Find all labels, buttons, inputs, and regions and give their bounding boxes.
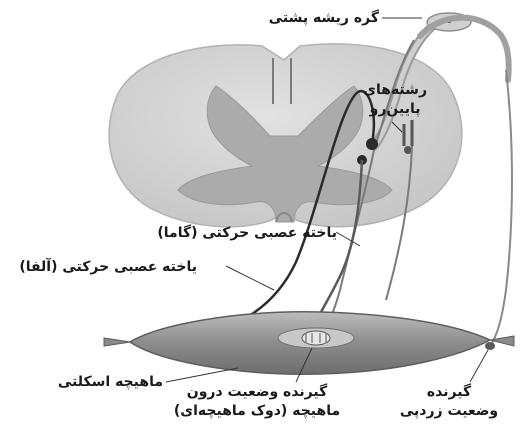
leader-gamma — [336, 232, 360, 246]
tendon-left — [104, 338, 130, 346]
leader-tendon-receptor — [470, 350, 488, 382]
label-descending-fibers-line2: پایین‌رو — [363, 100, 427, 119]
leader-muscle — [166, 368, 238, 382]
label-alpha-motor-neuron: یاخته عصبی حرکتی (آلفا) — [19, 258, 197, 277]
label-descending-fibers: رشته‌های پایین‌رو — [363, 81, 427, 119]
label-muscle-spindle: گیرنده وضعیت درون ماهیچه (دوک ماهیچه‌ای) — [157, 383, 357, 421]
label-dorsal-root-ganglion: گره ریشه پشتی — [269, 9, 379, 28]
label-skeletal-muscle: ماهیچه اسکلتی — [58, 373, 163, 392]
label-muscle-spindle-line2: ماهیچه (دوک ماهیچه‌ای) — [157, 402, 357, 421]
label-descending-fibers-line1: رشته‌های — [363, 81, 427, 100]
label-tendon-receptor-line1: گیرنده — [394, 383, 504, 402]
leader-alpha — [226, 266, 274, 290]
tendon-receptor — [485, 342, 495, 350]
label-tendon-receptor: گیرنده وضعیت زردپی — [394, 383, 504, 421]
label-tendon-receptor-line2: وضعیت زردپی — [394, 402, 504, 421]
tendon-receptor-fiber — [490, 70, 512, 346]
label-muscle-spindle-line1: گیرنده وضعیت درون — [157, 383, 357, 402]
label-gamma-motor-neuron: یاخته عصبی حرکتی (گاما) — [157, 224, 337, 243]
